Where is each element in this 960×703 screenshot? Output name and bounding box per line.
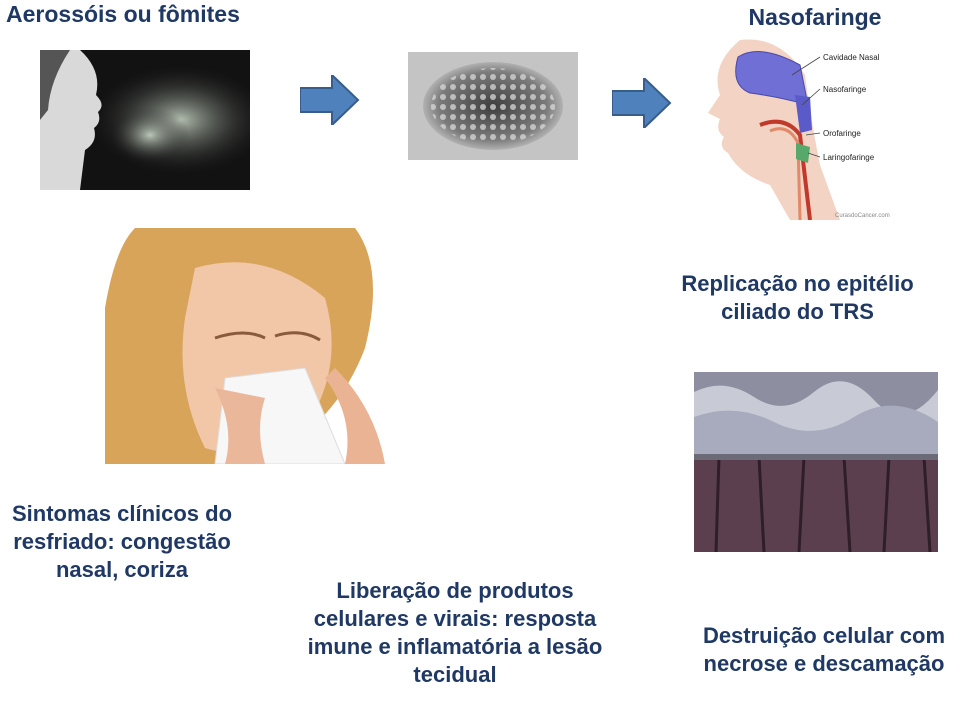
anatomy-label-laryngopharynx: Laringofaringe (823, 153, 875, 162)
destruction-label: Destruição celular com necrose e descama… (702, 623, 946, 677)
nasopharynx-anatomy-image: Cavidade Nasal Nasofaringe Orofaringe La… (700, 35, 910, 220)
symptoms-label: Sintomas clínicos do resfriado: congestã… (11, 501, 233, 583)
virus-micrograph-image (408, 52, 578, 160)
anatomy-label-oropharynx: Orofaringe (823, 129, 861, 138)
ciliated-epithelium-image (694, 372, 938, 552)
aerosol-label: Aerossóis ou fômites (6, 1, 240, 27)
nasopharynx-label: Nasofaringe (748, 4, 882, 30)
release-label: Liberação de produtos celulares e virais… (307, 578, 603, 688)
arrow-right-icon (300, 75, 360, 125)
arrow-right-icon (612, 78, 672, 128)
aerosol-exhale-image (40, 50, 250, 190)
anatomy-label-nasal-cavity: Cavidade Nasal (823, 53, 880, 62)
sneezing-woman-image (105, 228, 395, 464)
anatomy-label-nasopharynx: Nasofaringe (823, 85, 867, 94)
replication-label: Replicação no epitélio ciliado do TRS (681, 271, 914, 325)
anatomy-credit: CurasdoCancer.com (835, 213, 890, 219)
